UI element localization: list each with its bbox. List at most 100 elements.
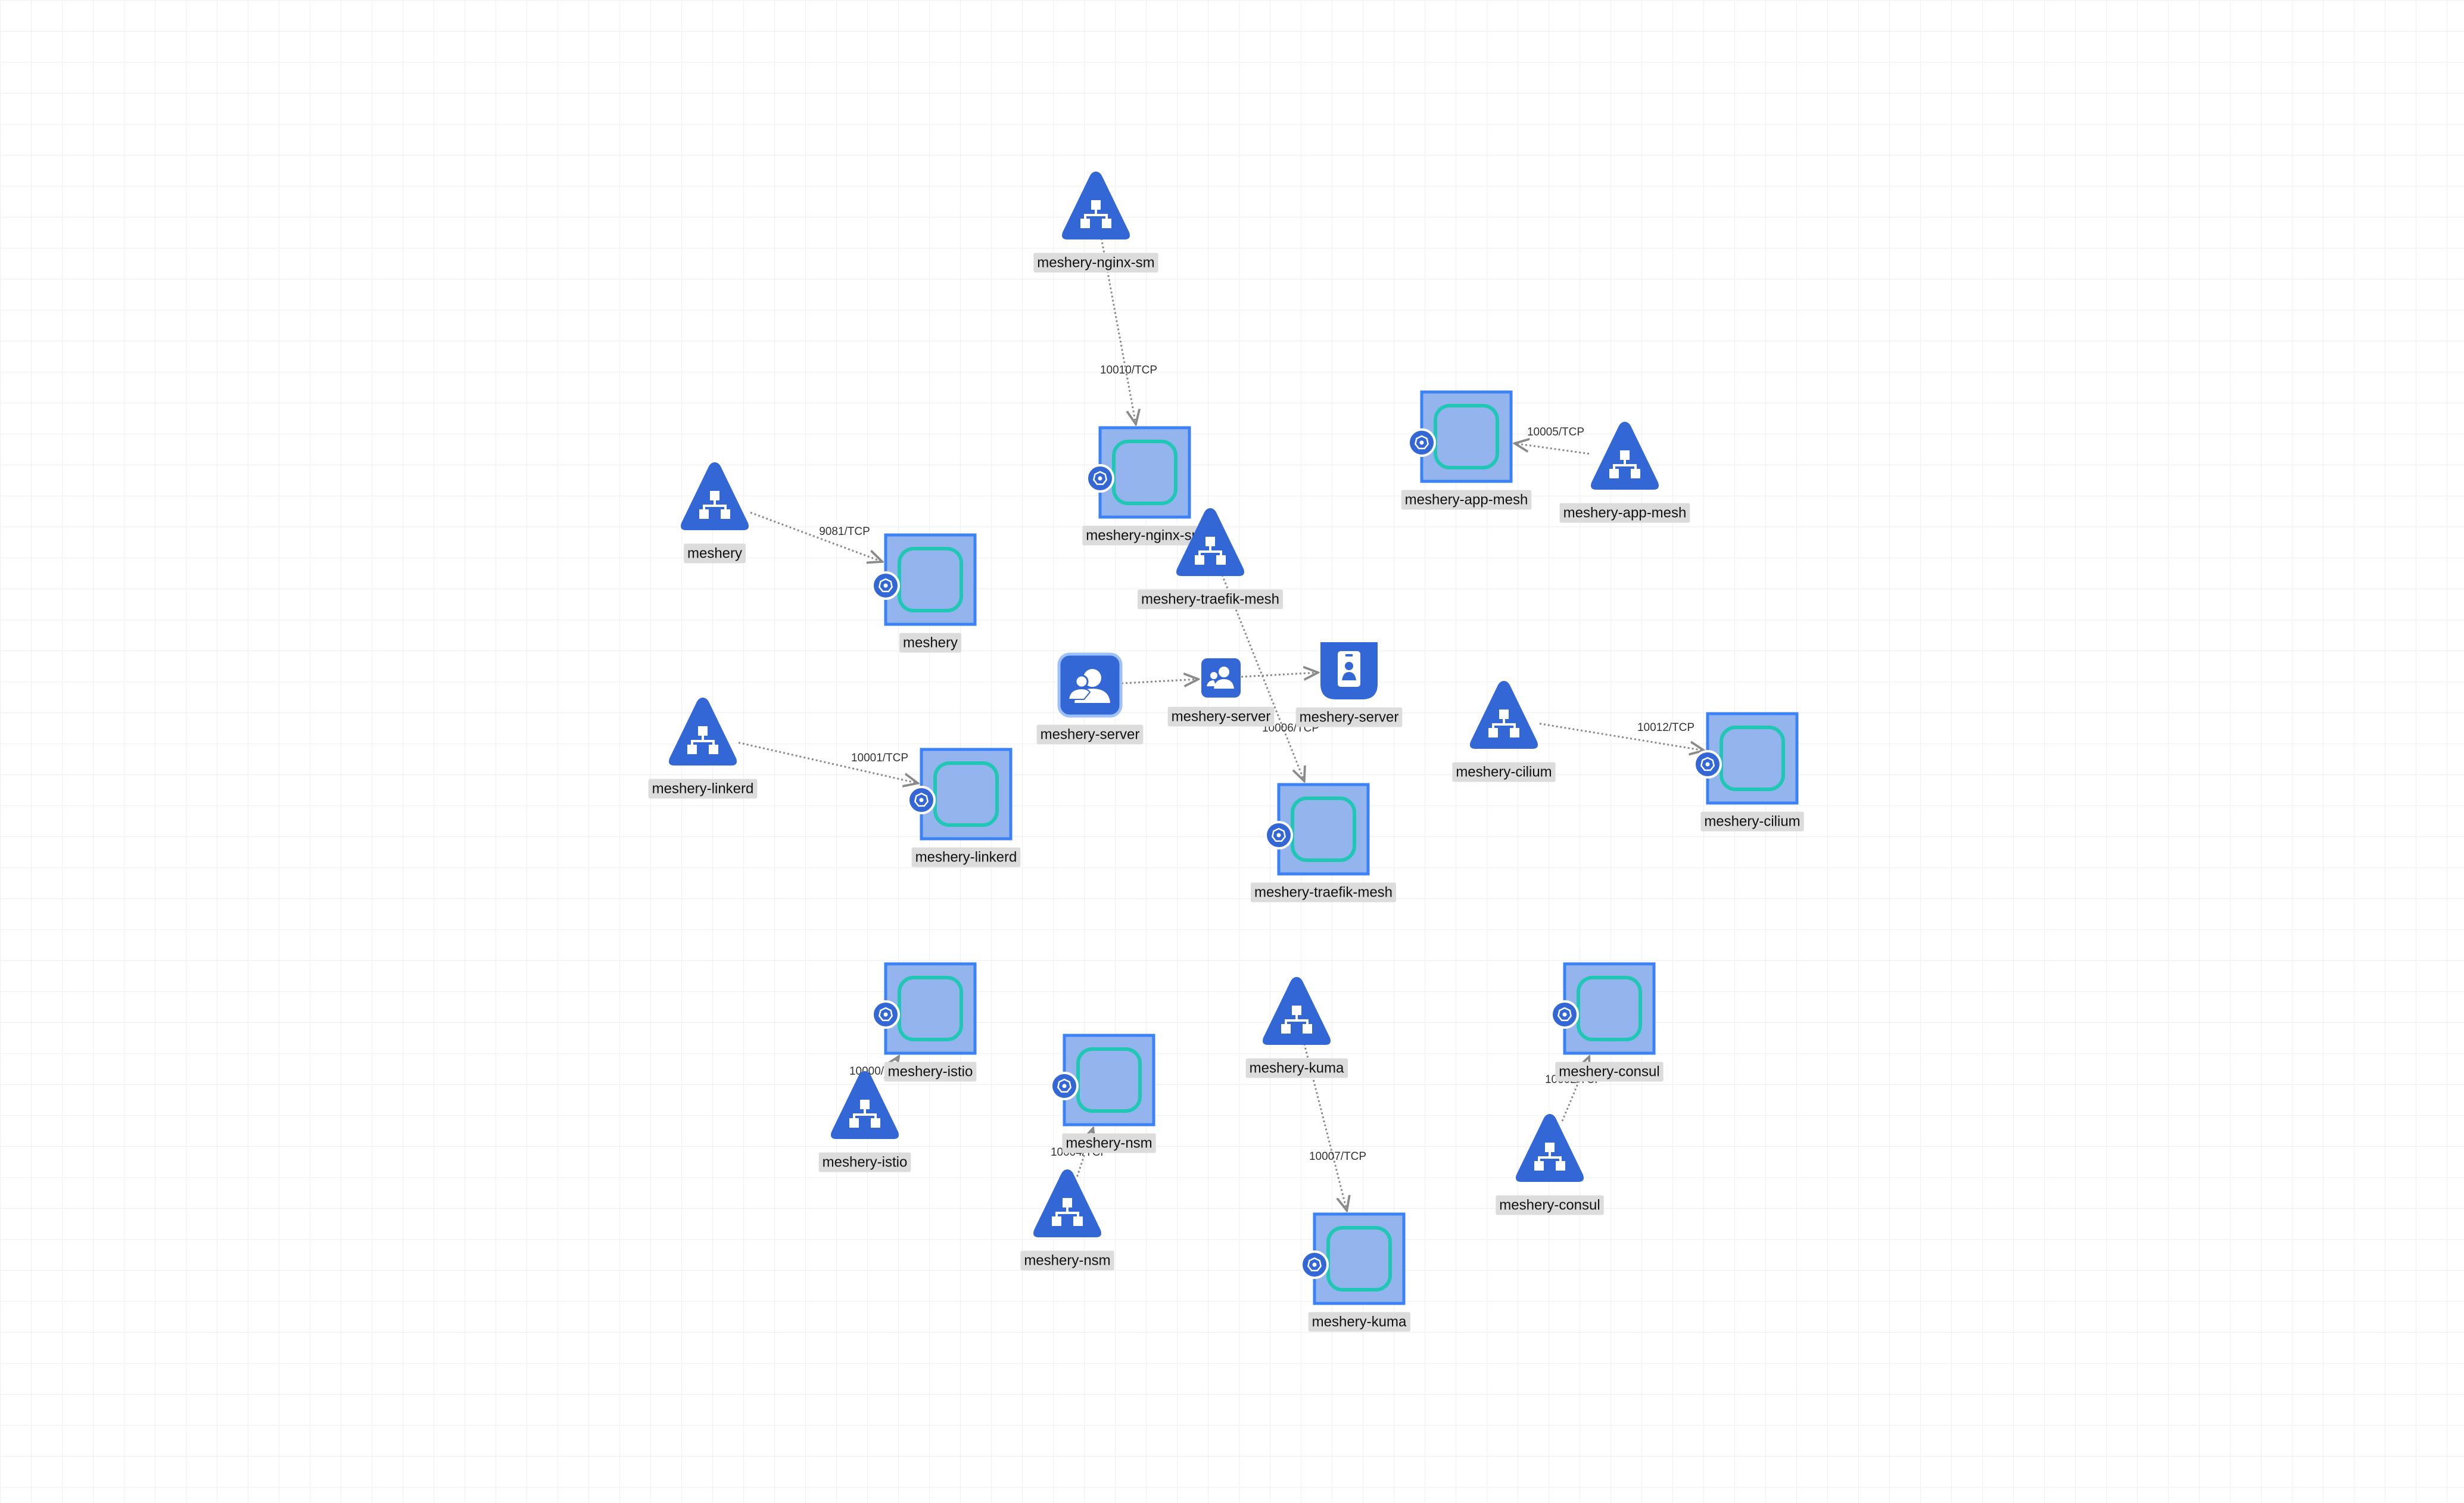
node-label: meshery-traefik-mesh [1141, 592, 1279, 608]
network-hierarchy-icon [1470, 681, 1538, 749]
edge-port-label: 10001/TCP [851, 752, 908, 764]
network-hierarchy-icon [1591, 422, 1659, 490]
node-label: meshery-cilium [1704, 814, 1800, 830]
node-label: meshery-nsm [1024, 1253, 1110, 1269]
pod-node-linkerd[interactable]: meshery-linkerd [907, 748, 1021, 867]
node-label-background [1401, 490, 1532, 510]
edge-port-label: 9081/TCP [819, 525, 870, 538]
kubernetes-icon [1264, 783, 1370, 876]
node-label-background [1245, 1058, 1348, 1078]
service-node-traefik[interactable]: meshery-traefik-mesh [1137, 508, 1284, 609]
node-label: meshery-istio [823, 1155, 908, 1171]
node-label-background [1033, 253, 1158, 273]
service-node-nginx[interactable]: meshery-nginx-sm [1033, 172, 1158, 273]
pod-node-nginx[interactable]: meshery-nginx-sm [1082, 426, 1207, 546]
role-node-server[interactable]: meshery-server [1295, 642, 1403, 727]
edge-svc-appmesh-pod-appmesh[interactable] [1515, 443, 1590, 455]
service-node-consul[interactable]: meshery-consul [1496, 1114, 1604, 1215]
network-hierarchy-icon [1263, 977, 1331, 1045]
node-label: meshery-linkerd [652, 781, 754, 797]
pod-node-istio[interactable]: meshery-istio [871, 962, 977, 1082]
node-label: meshery-app-mesh [1405, 492, 1528, 508]
kubernetes-icon [1407, 390, 1513, 483]
service-node-istio[interactable]: meshery-istio [818, 1071, 911, 1172]
edge-svc-linkerd-pod-linkerd[interactable] [738, 742, 918, 783]
node-label: meshery-nginx-sm [1086, 528, 1203, 544]
edge-rb-server-role-server[interactable] [1241, 673, 1318, 677]
user-account-icon [1057, 652, 1123, 718]
pod-node-nsm[interactable]: meshery-nsm [1050, 1034, 1156, 1153]
kubernetes-icon [1550, 962, 1656, 1055]
kubernetes-icon [1300, 1212, 1406, 1305]
role-binding-icon [1201, 658, 1241, 698]
node-label: meshery-traefik-mesh [1254, 885, 1393, 901]
service-node-kuma[interactable]: meshery-kuma [1245, 977, 1348, 1078]
id-badge-icon [1320, 642, 1378, 699]
pod-node-consul[interactable]: meshery-consul [1550, 962, 1664, 1082]
node-label-background [1559, 503, 1690, 523]
node-label: meshery-consul [1499, 1197, 1600, 1213]
pod-node-appmesh[interactable]: meshery-app-mesh [1401, 390, 1532, 510]
edge-svc-kuma-pod-kuma[interactable] [1303, 1043, 1347, 1211]
kubernetes-icon [1086, 426, 1191, 519]
node-label-background [818, 1152, 911, 1172]
kubernetes-icon [1693, 712, 1799, 805]
node-label: meshery [687, 546, 742, 562]
service-node-cilium[interactable]: meshery-cilium [1452, 681, 1556, 782]
pod-node-kuma[interactable]: meshery-kuma [1300, 1212, 1410, 1332]
node-label: meshery-cilium [1456, 764, 1552, 780]
edge-svc-cilium-pod-cilium[interactable] [1539, 723, 1704, 751]
node-label-background [1036, 724, 1144, 745]
kubernetes-icon [871, 533, 977, 626]
edge-svc-traefik-pod-traefik[interactable] [1221, 574, 1304, 781]
kubernetes-icon [1050, 1034, 1155, 1127]
nodes-layer: meshery-nginx-sm meshery-nginx-sm meshery m… [648, 172, 1804, 1332]
kubernetes-icon [871, 962, 977, 1055]
network-hierarchy-icon [681, 462, 749, 530]
node-label: meshery [903, 635, 958, 651]
network-hierarchy-icon [831, 1071, 899, 1139]
node-label: meshery-server [1041, 727, 1140, 743]
node-label: meshery-linkerd [915, 849, 1017, 866]
service-node-appmesh[interactable]: meshery-app-mesh [1559, 422, 1690, 523]
edge-port-label: 10007/TCP [1309, 1150, 1366, 1163]
node-label-background [1020, 1250, 1114, 1271]
node-label-background [1700, 811, 1804, 832]
node-label-background [683, 543, 746, 564]
node-label: meshery-consul [1559, 1064, 1659, 1080]
node-label-background [1082, 525, 1207, 546]
node-label-background [1496, 1195, 1604, 1215]
node-label-background [899, 633, 962, 653]
serviceaccount-node-server[interactable]: meshery-server [1036, 652, 1144, 745]
edge-svc-consul-pod-consul[interactable] [1561, 1057, 1589, 1122]
network-hierarchy-icon [1516, 1114, 1584, 1182]
node-label: meshery-nsm [1066, 1135, 1152, 1152]
edge-sa-server-rb-server[interactable] [1121, 679, 1198, 683]
network-hierarchy-icon [1033, 1169, 1101, 1237]
node-label-background [1308, 1312, 1410, 1332]
network-hierarchy-icon [669, 698, 737, 765]
service-node-meshery[interactable]: meshery [681, 462, 749, 564]
rolebinding-node-server[interactable]: meshery-server [1167, 658, 1275, 727]
pod-node-meshery[interactable]: meshery [871, 533, 977, 653]
service-node-linkerd[interactable]: meshery-linkerd [648, 698, 758, 799]
node-label-background [1452, 762, 1556, 782]
service-node-nsm[interactable]: meshery-nsm [1020, 1169, 1114, 1271]
node-label-background [1137, 589, 1284, 609]
node-label-background [1555, 1062, 1664, 1082]
network-hierarchy-icon [1062, 172, 1130, 239]
edge-svc-meshery-pod-meshery[interactable] [750, 511, 882, 562]
pod-node-cilium[interactable]: meshery-cilium [1693, 712, 1804, 832]
node-label: meshery-server [1300, 710, 1399, 726]
edge-port-label: 10010/TCP [1100, 364, 1157, 376]
pod-node-traefik[interactable]: meshery-traefik-mesh [1250, 783, 1397, 903]
node-label-background [1062, 1133, 1156, 1153]
node-label: meshery-nginx-sm [1037, 255, 1154, 271]
edge-port-label: 10012/TCP [1637, 721, 1694, 734]
edge-port-label: 10005/TCP [1527, 426, 1584, 438]
node-label-background [884, 1062, 977, 1082]
node-label: meshery-app-mesh [1563, 505, 1687, 521]
node-label: meshery-server [1172, 709, 1271, 725]
